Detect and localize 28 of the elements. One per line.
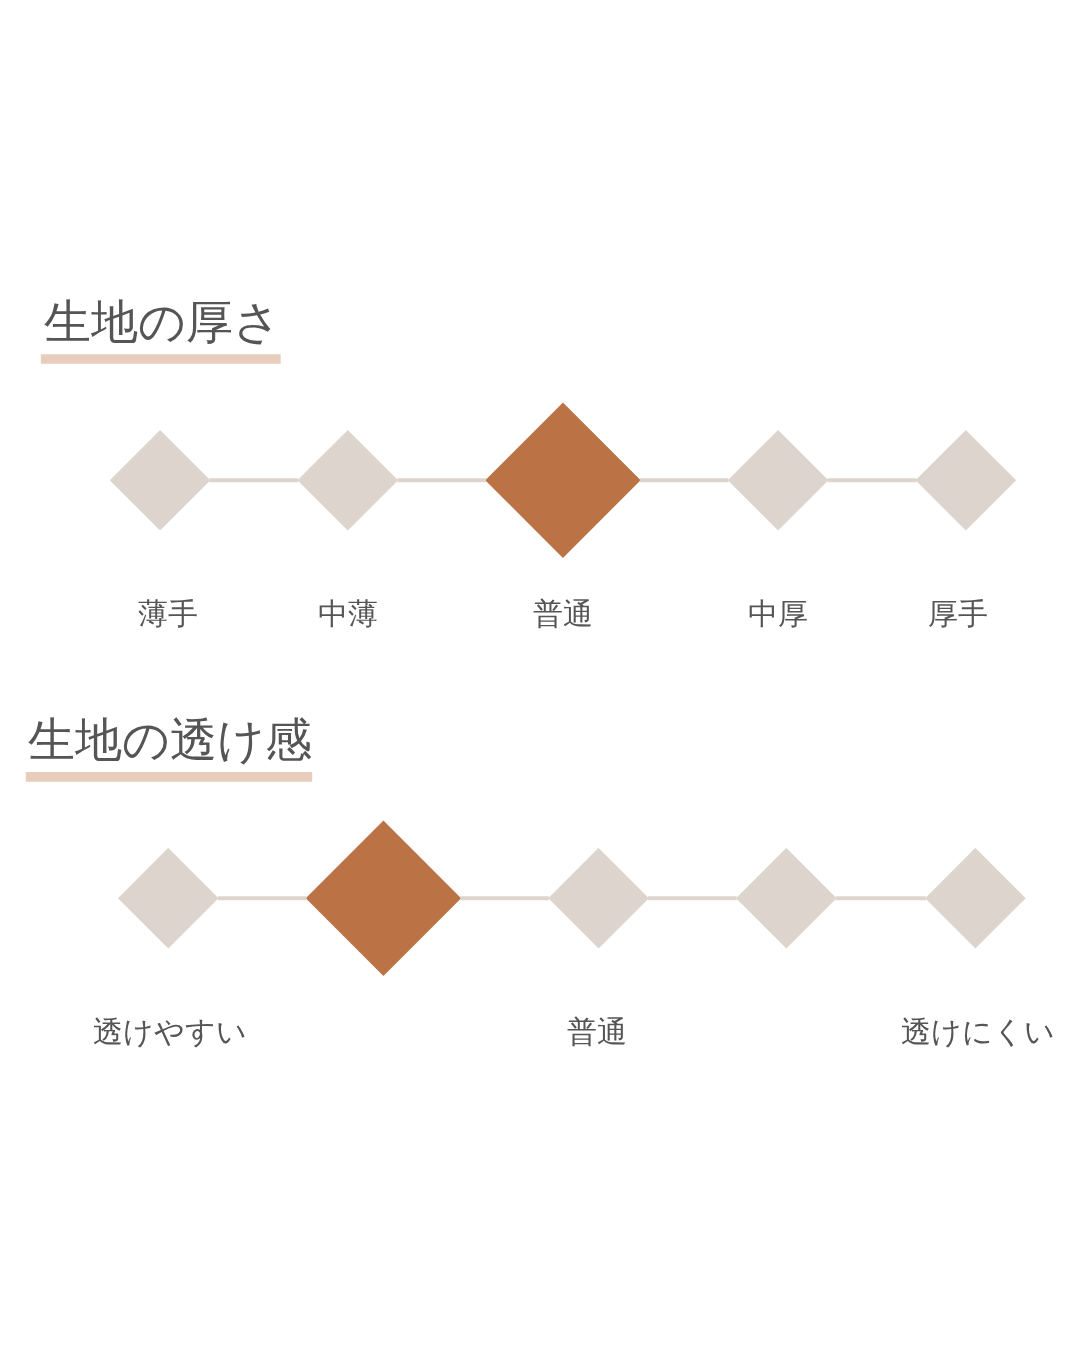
node-diamond	[297, 429, 399, 531]
label: 生地の透け感	[28, 712, 313, 767]
label: 生地の厚さ	[43, 294, 281, 349]
node-diamond	[109, 429, 211, 531]
node-label: 透けにくい	[901, 1013, 1056, 1049]
node-diamond	[727, 429, 829, 531]
node-label: 普通	[532, 595, 593, 631]
node-label: 普通	[567, 1013, 628, 1049]
node-diamond	[305, 819, 462, 976]
node-diamond	[485, 402, 641, 558]
node-label: 中厚	[748, 595, 809, 631]
node-diamond	[548, 847, 649, 948]
node-diamond	[915, 429, 1017, 531]
connector	[209, 477, 299, 482]
node-label: 透けやすい	[92, 1013, 247, 1049]
connector	[835, 895, 926, 900]
connector	[397, 477, 486, 482]
node-diamond	[925, 847, 1026, 948]
connector	[827, 477, 917, 482]
node-label: 中薄	[317, 595, 378, 631]
connector	[217, 895, 307, 900]
node-diamond	[118, 847, 219, 948]
node-diamond	[736, 847, 837, 948]
connector	[639, 477, 729, 482]
connector	[648, 895, 737, 900]
node-label: 厚手	[927, 595, 988, 631]
node-label: 薄手	[138, 595, 199, 631]
connector	[460, 895, 549, 900]
